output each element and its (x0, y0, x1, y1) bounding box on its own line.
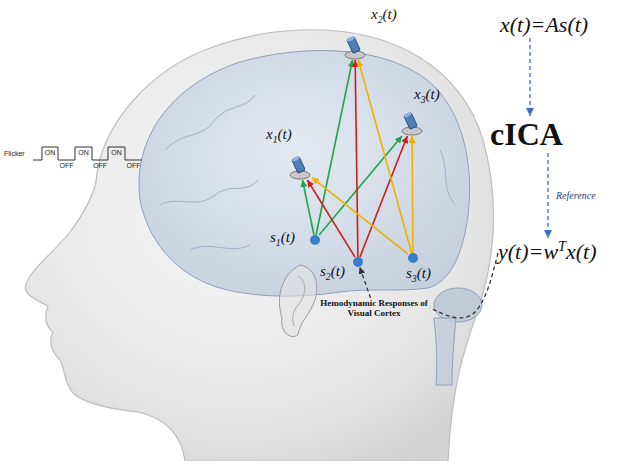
sensor-icon (343, 36, 367, 60)
sensor-cap (403, 112, 412, 118)
brain-gyrus (165, 95, 255, 150)
sensor-cap (346, 36, 355, 42)
sensor-cylinder (292, 156, 306, 173)
sensor-body (403, 112, 417, 130)
text-part: (t) (426, 86, 440, 102)
dashed-arrow (360, 267, 371, 298)
edge-label: Reference (554, 190, 598, 201)
state-label: OFF (60, 162, 74, 169)
text-part: 3 (421, 94, 426, 105)
text-part: (t) (417, 265, 431, 281)
head-outline (25, 30, 493, 461)
mixing-arrow (411, 136, 413, 253)
ear (279, 265, 316, 336)
signal-label: s1(t) (270, 229, 280, 248)
text-part: x (266, 126, 273, 142)
source-circle (310, 235, 320, 245)
mixing-arrow (355, 60, 358, 257)
equation-text: y(t)=wTx(t) (498, 238, 597, 265)
text-part: 1 (276, 237, 281, 248)
mixing-arrow (358, 60, 411, 253)
signal-label: s3(t) (406, 265, 416, 284)
source-dot: s1(t) (310, 235, 320, 245)
sensor-electrode: x3(t) (400, 112, 424, 136)
source-icon (353, 257, 363, 267)
text-part: (t) (383, 6, 397, 22)
ear-inner (293, 276, 305, 326)
equation-text: x(t)=As(t) (500, 12, 588, 38)
signal-name: Flicker (4, 150, 25, 157)
brain-gyrus (440, 150, 455, 205)
source-icon (408, 253, 418, 263)
text-part: x (414, 86, 421, 102)
text-part: y(t)=w (498, 239, 558, 264)
sensor-body (346, 36, 360, 54)
state-label: ON (78, 149, 89, 156)
brain-gyrus (190, 245, 250, 250)
text-part: 2 (378, 14, 383, 25)
dashed-arrow (430, 253, 498, 318)
source-dot: s3(t) (408, 253, 418, 263)
state-label: ON (45, 149, 56, 156)
method-label: cICA (490, 116, 563, 153)
text-part: (t) (278, 126, 292, 142)
sensor-cylinder (347, 36, 361, 53)
text-part: 3 (412, 273, 417, 284)
source-circle (353, 257, 363, 267)
text-part: s (270, 229, 276, 245)
text-part: s (406, 265, 412, 281)
source-circle (408, 253, 418, 263)
brain-stem (434, 318, 456, 385)
equation-text: y(t)=wTx(t) (498, 238, 597, 265)
state-label: ON (111, 149, 122, 156)
mixing-arrow (316, 60, 352, 235)
state-label: OFF (93, 162, 107, 169)
sensor-electrode: x1(t) (288, 156, 312, 180)
signal-label: x2(t) (371, 6, 395, 25)
annotation-text: Hemodynamic Responses of Visual Cortex (318, 298, 430, 318)
source-icon (310, 235, 320, 245)
signal-label: s2(t) (320, 263, 330, 282)
text-part: x (371, 6, 378, 22)
sensor-icon (288, 156, 312, 180)
state-label: OFF (127, 162, 141, 169)
text-part: (t) (331, 263, 345, 279)
method-label: cICA (490, 116, 563, 153)
sensor-cap (291, 156, 300, 162)
text-part: 2 (326, 271, 331, 282)
text-part: (t) (281, 229, 295, 245)
source-dot: s2(t) (353, 257, 363, 267)
sensor-cylinder (404, 112, 418, 129)
cerebellum (434, 288, 482, 322)
sensor-body (291, 156, 305, 174)
signal-label: x3(t) (414, 86, 438, 105)
dashed-arrow (547, 153, 548, 238)
mixing-arrow (307, 180, 355, 257)
flicker-waveform (33, 147, 142, 160)
sensor-icon (400, 112, 424, 136)
text-part: s (320, 263, 326, 279)
sensor-electrode: x2(t) (343, 36, 367, 60)
text-part: T (558, 238, 566, 254)
text-part: x(t) (566, 239, 597, 264)
text-part: 1 (273, 134, 278, 145)
signal-label: x1(t) (266, 126, 290, 145)
annotation-text: Hemodynamic Responses of Visual Cortex (318, 298, 430, 318)
dashed-arrow (529, 38, 530, 116)
equation-text: x(t)=As(t) (500, 12, 588, 38)
brain-gyrus (160, 180, 258, 205)
brain-outline (139, 51, 470, 297)
